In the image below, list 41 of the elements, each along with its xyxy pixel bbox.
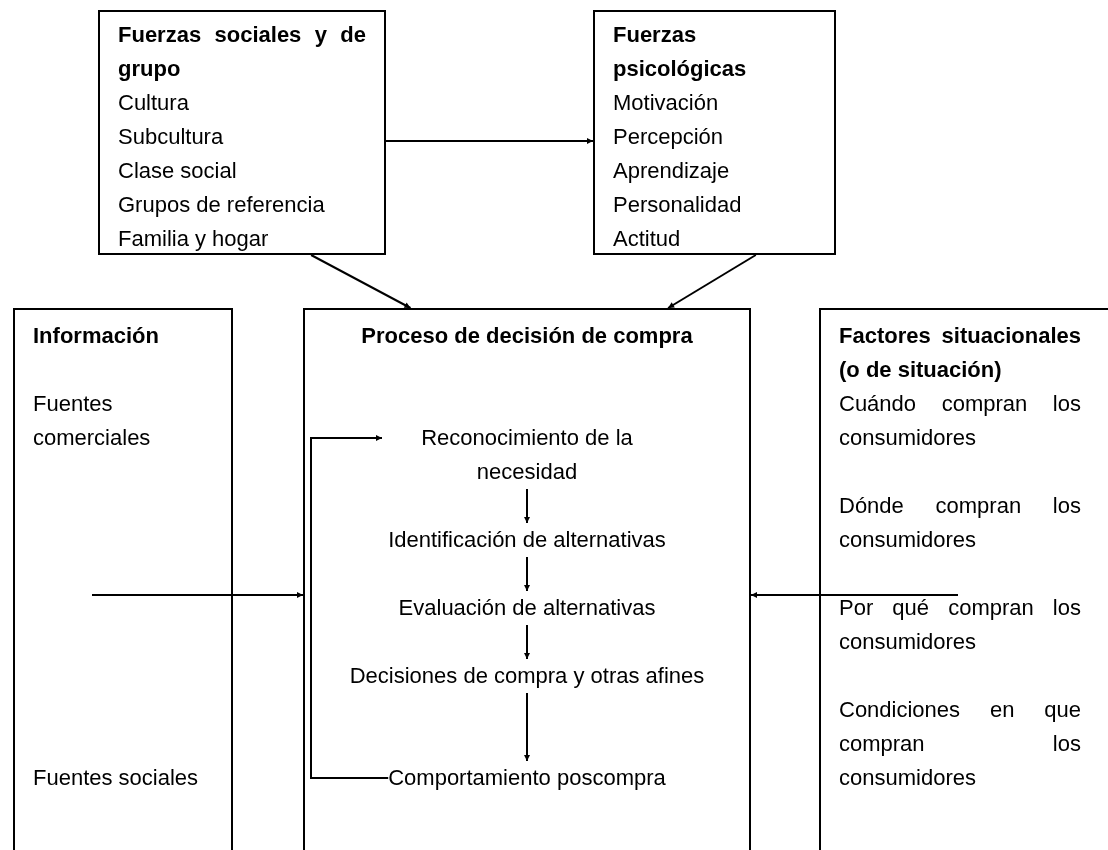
arrow xyxy=(310,254,412,309)
info-box xyxy=(13,308,233,850)
arrow xyxy=(310,435,390,779)
list-item: Grupos de referencia xyxy=(118,191,326,219)
box-heading: Fuerzas psicológicas xyxy=(613,21,748,83)
list-item: Percepción xyxy=(613,123,725,151)
list-item: Personalidad xyxy=(613,191,743,219)
list-item: Fuentes comerciales xyxy=(33,390,152,452)
list-item: Familia y hogar xyxy=(118,225,270,253)
arrow xyxy=(667,254,757,309)
process-step: Identificación de alternativas xyxy=(388,523,666,557)
arrow xyxy=(524,556,530,592)
box-heading: Factores situacionales (o de situación) xyxy=(839,322,1081,384)
arrow xyxy=(524,624,530,660)
process-box xyxy=(303,308,751,850)
arrow xyxy=(524,692,530,762)
arrow xyxy=(750,592,959,598)
box-heading: Proceso de decisión de compra xyxy=(360,322,694,350)
list-item: Clase social xyxy=(118,157,238,185)
list-item: Subcultura xyxy=(118,123,225,151)
factor-box xyxy=(593,10,836,255)
box-heading: Información xyxy=(33,322,160,350)
list-item: Aprendizaje xyxy=(613,157,731,185)
list-item: Motivación xyxy=(613,89,720,117)
list-item: Por qué compran los consumidores xyxy=(839,594,1081,656)
list-item: Fuentes sociales xyxy=(33,764,200,792)
process-step: Evaluación de alternativas xyxy=(398,591,656,625)
process-step: Decisiones de compra y otras afines xyxy=(331,659,723,693)
factor-box xyxy=(98,10,386,255)
list-item: Dónde compran los consumidores xyxy=(839,492,1081,554)
process-step: Comportamiento poscompra xyxy=(388,761,666,795)
list-item: Cultura xyxy=(118,89,190,117)
arrow xyxy=(385,138,594,144)
list-item: Actitud xyxy=(613,225,682,253)
arrow xyxy=(524,488,530,524)
box-heading: Fuerzas sociales y de grupo xyxy=(118,21,366,83)
situational-box xyxy=(819,308,1108,850)
arrow xyxy=(91,592,304,598)
list-item: Cuándo compran los consumidores xyxy=(839,390,1081,452)
process-step: Reconocimiento de la necesidad xyxy=(382,421,672,489)
list-item: Condiciones en que compran los consumidores xyxy=(839,696,1081,792)
